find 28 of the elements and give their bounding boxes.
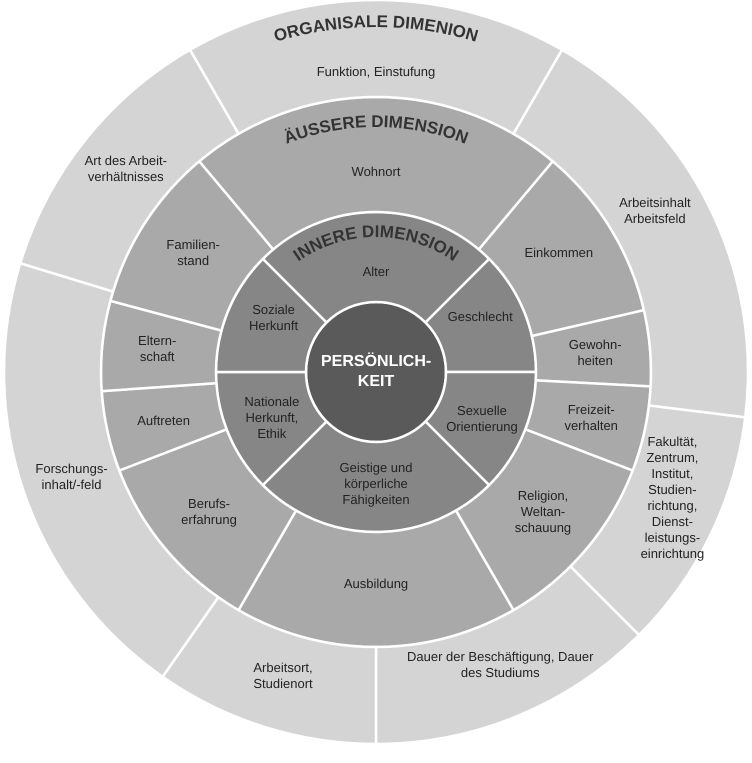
segment-label: Alter [362, 264, 390, 280]
segment-label: Eltern- schaft [137, 333, 178, 365]
segment-label: Geschlecht [446, 308, 514, 325]
segment-label: Religion, Weltan- schauung [514, 488, 572, 536]
segment-label: Funktion, Einstufung [316, 64, 436, 80]
segment-label: Nationale Herkunft, Ethik [243, 394, 300, 442]
segment-label: Fakultät, Zentrum, Institut, Studien- richtung, Dienst- leistungs- einrichtung [640, 434, 706, 562]
ring-segment [19, 48, 240, 293]
segment-label: Berufs- erfahrung [180, 496, 238, 528]
segment-label: Einkommen [524, 245, 594, 262]
ring-heading: ORGANISALE DIMENION [272, 12, 480, 46]
segment-label: Familien- stand [165, 237, 221, 270]
segment-label: Freizeit- verhalten [563, 402, 619, 434]
segment-label: Arbeitsort, Studienort [252, 660, 314, 692]
segment-label: Geistige und körperliche Fähigkeiten [338, 460, 414, 508]
segment-label: Gewohn- heiten [568, 336, 623, 369]
segment-label: Auftreten [136, 413, 191, 430]
ring-segment [100, 300, 223, 392]
segment-label: Forschungs- inhalt/-feld [34, 460, 109, 493]
segment-label: Art des Arbeit- verhältnisses [84, 153, 168, 186]
segment-label: Soziale Herkunft [248, 302, 300, 334]
segment-label: Dauer der Beschäftigung, Dauer des Studiums [406, 648, 594, 681]
segment-label: Ausbildung [342, 576, 410, 592]
segment-label: Arbeitsinhalt Arbeitsfeld [618, 195, 692, 227]
segment-label: Wohnort [350, 164, 402, 180]
center-label: PERSÖNLICH- KEIT [321, 352, 431, 392]
ring-heading: ÄUSSERE DIMENSION [281, 112, 471, 148]
segment-label: Sexuelle Orientierung [445, 403, 519, 436]
